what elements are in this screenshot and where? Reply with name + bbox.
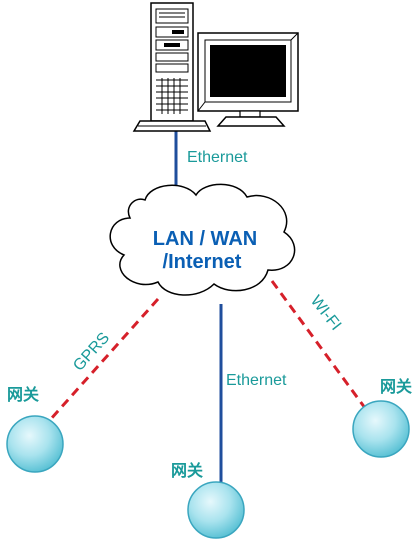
gateway-node-bottom: 网关 [171, 461, 245, 539]
server-tower-icon [150, 2, 194, 122]
gateway-node-right: 网关 [352, 377, 412, 458]
gateway-label: 网关 [380, 377, 412, 396]
ethernet-label-top: Ethernet [187, 149, 248, 166]
wifi-label: WI-FI [307, 293, 344, 334]
cloud-title-line2: /Internet [163, 251, 242, 273]
gateway-node-icon [6, 415, 64, 473]
gateway-label: 网关 [7, 385, 39, 404]
keyboard-icon [132, 120, 212, 132]
gateway-node-left: 网关 [6, 385, 64, 473]
gprs-link [48, 298, 160, 421]
cloud-icon [109, 183, 296, 296]
gateway-label: 网关 [171, 461, 203, 480]
wifi-link [270, 280, 367, 409]
cloud-title-line1: LAN / WAN [153, 228, 257, 250]
monitor-icon [197, 32, 299, 127]
server-workstation-icon [132, 2, 299, 132]
ethernet-label-bottom: Ethernet [226, 372, 287, 389]
gateway-node-icon [187, 481, 245, 539]
gprs-label: GPRS [70, 329, 113, 374]
gateway-node-icon [352, 400, 410, 458]
